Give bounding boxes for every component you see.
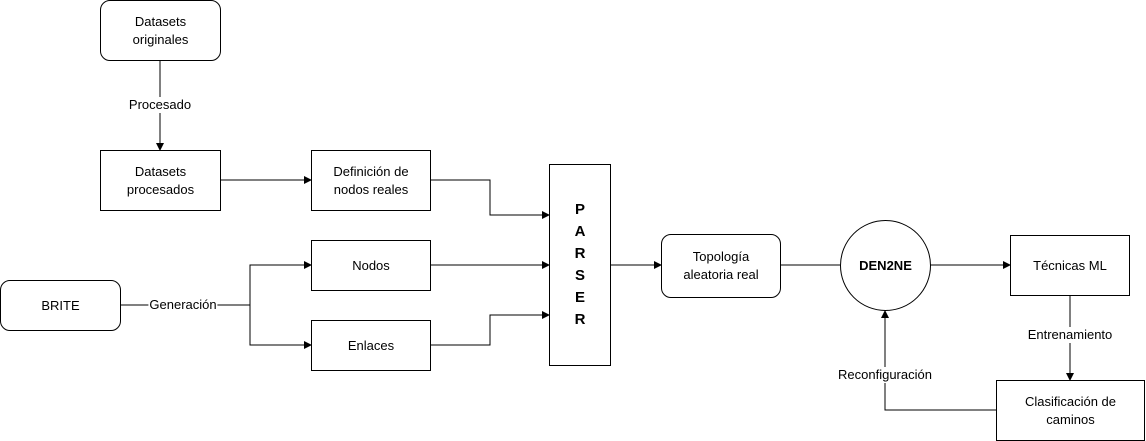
topologia-node: Topología aleatoria real (661, 234, 781, 298)
brite-node: BRITE (0, 280, 121, 331)
definicion-nodos-node: Definición de nodos reales (311, 150, 431, 211)
edge-definicion-parser (430, 179, 550, 219)
edge-split-enlaces (249, 305, 312, 349)
den2ne-node: DEN2NE (840, 220, 931, 311)
reconfiguracion-label: Reconfiguración (837, 367, 933, 383)
edge-enlaces-parser (430, 311, 550, 346)
procesado-label: Procesado (127, 97, 193, 113)
enlaces-node: Enlaces (311, 320, 431, 371)
generacion-label: Generación (148, 297, 218, 313)
datasets-procesados-node: Datasets procesados (100, 150, 221, 211)
tecnicas-ml-node: Técnicas ML (1010, 235, 1130, 296)
parser-node: P A R S E R (549, 164, 611, 366)
datasets-originales-node: Datasets originales (100, 0, 221, 61)
edge-clasificacion-den2ne (881, 310, 996, 411)
edge-split-nodos (249, 261, 312, 305)
entrenamiento-label: Entrenamiento (1026, 327, 1114, 343)
clasificacion-caminos-node: Clasificación de caminos (996, 380, 1145, 441)
nodos-node: Nodos (311, 240, 431, 291)
